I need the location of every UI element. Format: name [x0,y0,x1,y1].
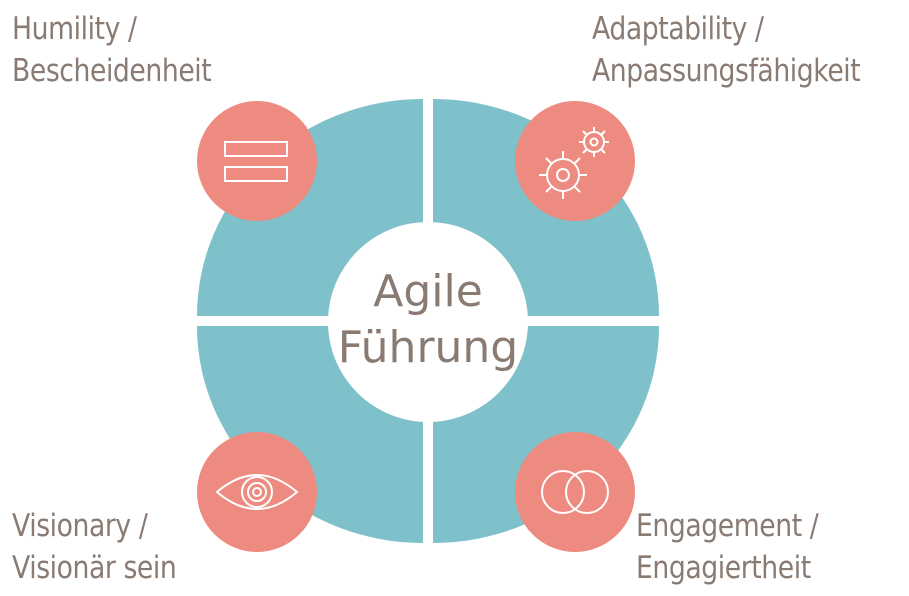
badge-bottom-left [197,432,317,552]
label-visionary: Visionary / Visionär sein [12,505,177,589]
center-title-line1: Agile [373,266,483,317]
gears-icon [539,127,609,199]
label-adaptability: Adaptability / Anpassungsfähigkeit [592,8,861,92]
label-visionary-line2: Visionär sein [12,550,177,586]
label-engagement-line2: Engagiertheit [636,550,811,586]
label-adaptability-line2: Anpassungsfähigkeit [592,53,861,89]
center-circle [328,222,528,422]
double-bar-icon [224,141,288,182]
badge-top-left [197,101,317,221]
overlapping-circles-icon [541,470,609,514]
label-humility-line2: Bescheidenheit [12,53,212,89]
badge-bottom-right [515,432,635,552]
eye-icon [215,474,299,510]
label-humility-line1: Humility / [12,11,137,47]
label-engagement-line1: Engagement / [636,508,819,544]
badge-top-right [515,101,635,221]
label-visionary-line1: Visionary / [12,508,148,544]
label-humility: Humility / Bescheidenheit [12,8,212,92]
center-title-line2: Führung [338,322,518,373]
label-engagement: Engagement / Engagiertheit [636,505,819,589]
label-adaptability-line1: Adaptability / [592,11,764,47]
